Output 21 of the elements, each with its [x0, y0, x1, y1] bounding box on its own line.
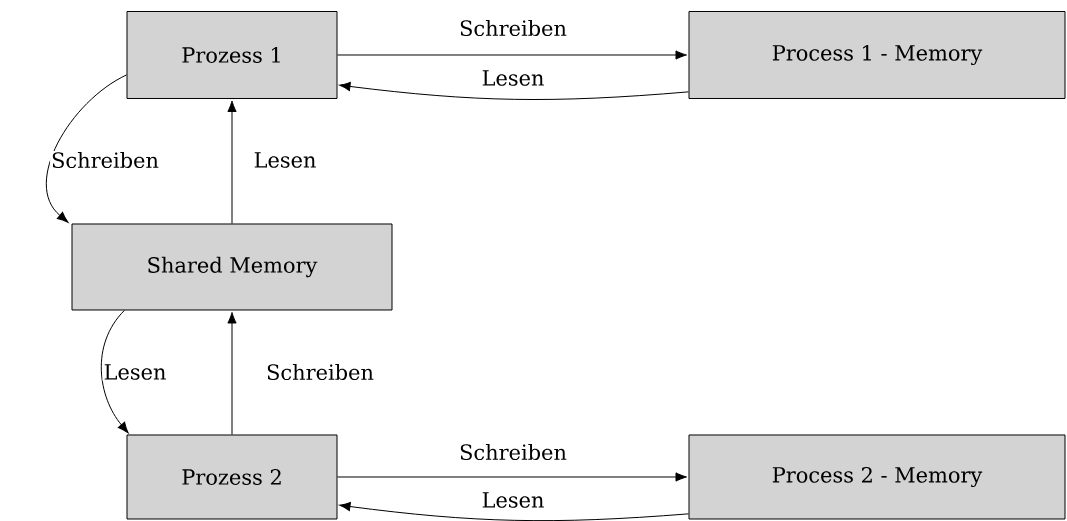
process-box: Prozess 1 — [126, 11, 338, 99]
process-box: Process 1 - Memory — [688, 11, 1066, 99]
edge-label: Lesen — [480, 69, 546, 87]
edge-label: Schreiben — [265, 362, 375, 382]
arrow — [337, 50, 687, 60]
arrow — [339, 81, 689, 100]
edge-label: Lesen — [252, 151, 318, 169]
edge-label: Schreiben — [458, 18, 568, 38]
edge-label: Lesen — [102, 363, 168, 381]
process-box: Shared Memory — [71, 223, 393, 311]
arrow — [337, 472, 687, 482]
arrow — [45, 74, 127, 223]
arrow — [227, 100, 237, 224]
edge-label: Lesen — [480, 491, 546, 509]
process-box: Process 2 - Memory — [688, 434, 1066, 520]
arrow — [227, 312, 237, 435]
arrow — [100, 310, 129, 434]
process-box: Prozess 2 — [126, 434, 338, 520]
edge-label: Schreiben — [50, 150, 160, 170]
edge-label: Schreiben — [458, 442, 568, 462]
arrow — [339, 501, 689, 521]
